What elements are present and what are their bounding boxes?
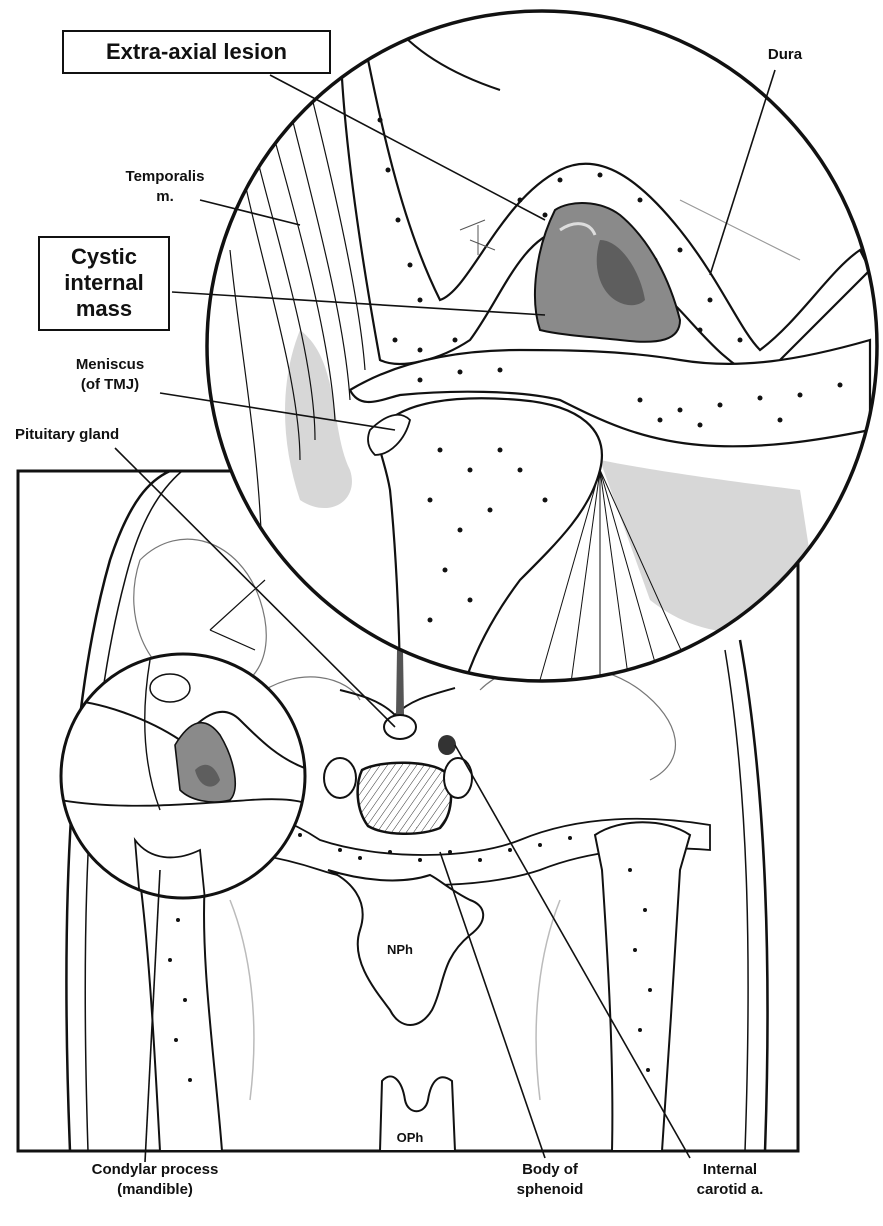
carotid-left-dot	[438, 735, 456, 755]
extra-axial-lesion-label: Extra-axial lesion	[62, 30, 331, 74]
body-of-sphenoid-label: Body of sphenoid	[495, 1160, 605, 1200]
pituitary-stalk	[396, 650, 404, 715]
nph-label: NPh	[375, 940, 425, 960]
internal-carotid-label: Internal carotid a.	[670, 1160, 790, 1200]
dura-label: Dura	[750, 45, 820, 65]
pituitary-gland-label: Pituitary gland	[15, 425, 200, 445]
temporalis-label: Temporalis m.	[95, 167, 235, 207]
sphenoid-sinus	[358, 763, 451, 834]
cystic-internal-mass-label: Cystic internal mass	[38, 236, 170, 331]
condylar-process-label: Condylar process (mandible)	[40, 1160, 270, 1200]
pituitary-gland-shape	[384, 715, 416, 739]
meniscus-label: Meniscus (of TMJ)	[45, 355, 175, 395]
oph-label: OPh	[385, 1128, 435, 1148]
